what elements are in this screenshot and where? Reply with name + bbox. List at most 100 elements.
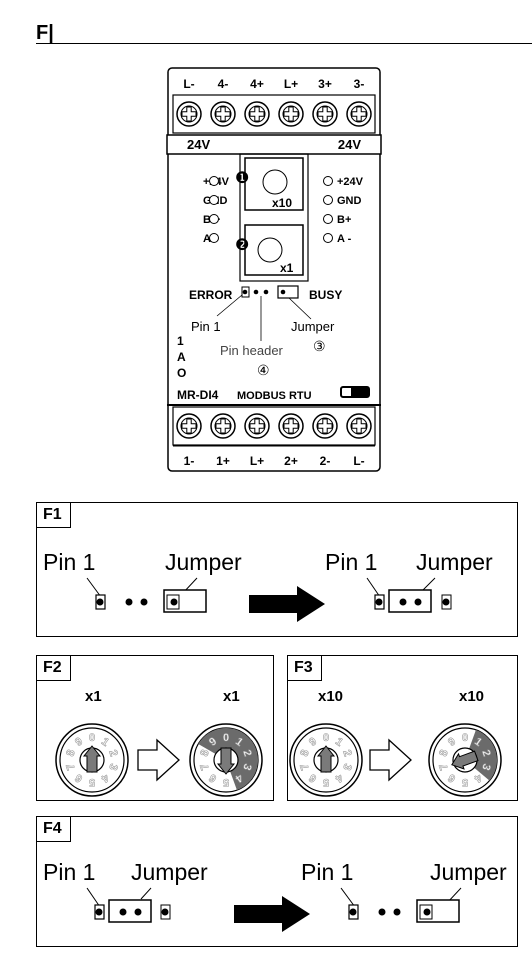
f2-label-right: x1 [223,688,240,705]
f1-jumper-diagram: Pin 1 Jumper Pin 1 Jumper [43,549,493,622]
dial-digit: 7 [437,762,450,772]
header-rule [36,43,532,44]
dial-pointer-icon [316,745,336,773]
f1-pin1-right: Pin 1 [325,549,377,575]
panel-f2-tag: F2 [37,656,71,681]
dial-digit: 5 [223,776,229,788]
screw-icon [244,413,270,439]
led-indicator [323,176,333,186]
terminal-label: 1+ [216,454,230,468]
led-label: A - [337,233,352,245]
device-drawing: L-4-4+L+3+3- 24V 24V ❶ x10 ❷ x1 +24VGNDB… [166,67,382,472]
screw-icon [346,413,372,439]
panel-f3-tag: F3 [288,656,322,681]
dial-digit: 3 [340,762,353,772]
screw-icon [346,101,372,127]
top-terminal-labels: L- 4- 4+ L+ 3+ 3- [183,77,364,91]
terminal-label: L+ [284,77,298,91]
voltage-left: 24V [187,137,210,152]
model-label: MR-DI4 [177,388,219,402]
jumper-number: ③ [313,338,326,354]
led-indicator [323,233,333,243]
switch1-number: ❶ [235,170,249,187]
dial-digit: 8 [64,748,77,758]
voltage-right: 24V [338,137,361,152]
pin1-callout: Pin 1 [191,319,221,334]
screw-icon [278,101,304,127]
rotary-knob-x10 [262,169,288,195]
f4-pin1-left: Pin 1 [43,859,95,885]
dial-digit: 8 [437,748,450,758]
led-label: GND [337,195,362,207]
terminal-label: L+ [250,454,264,468]
screw-icon [278,413,304,439]
f2-arrow-icon [137,738,180,782]
terminal-label: L- [183,77,194,91]
screw-icon [312,413,338,439]
dial-digit: 7 [198,762,211,772]
dial-digit: 8 [298,748,311,758]
screw-icon [210,413,236,439]
f1-jumper-right: Jumper [416,549,493,575]
dial-digit: 5 [323,776,329,788]
f4-pin1-right: Pin 1 [301,859,353,885]
dial-digit: 7 [64,762,77,772]
f4-jumper-left: Jumper [131,859,208,885]
terminal-label: 4+ [250,77,264,91]
screw-icon [312,101,338,127]
f4-jumper-diagram: Pin 1 Jumper Pin 1 Jumper [43,859,507,932]
terminal-label: 4- [218,77,229,91]
dial-digit: 0 [323,732,329,744]
jumper-callout: Jumper [291,319,335,334]
led-indicator [209,233,219,243]
bottom-screws [176,413,372,439]
f2-label-left: x1 [85,688,102,705]
terminal-label: 2+ [284,454,298,468]
terminal-label: L- [353,454,364,468]
dial-pointer-icon [82,745,102,773]
screw-icon [176,101,202,127]
protocol-label: MODBUS RTU [237,390,312,402]
bottom-terminal-labels: 1- 1+ L+ 2+ 2- L- [184,454,365,468]
top-screws [176,101,372,127]
switch1-label: x10 [272,196,292,210]
led-label: B+ [337,214,351,226]
led-indicator [209,195,219,205]
terminal-label: 3+ [318,77,332,91]
screw-icon [244,101,270,127]
logo-line-1: 1 [177,334,184,348]
f3-label-left: x10 [318,688,343,705]
panel-f1: F1 Pin 1 Jumper Pin 1 Jumper [36,502,518,637]
dial-digit: 5 [89,776,95,788]
top-terminal-block [172,94,376,134]
bottom-terminal-block [172,406,376,446]
f3-arrow-icon [369,738,412,782]
dial-digit: 5 [462,776,468,788]
terminal-label: 3- [354,77,365,91]
terminal-label: 1- [184,454,195,468]
error-label: ERROR [189,288,233,302]
f1-jumper-left: Jumper [165,549,242,575]
led-indicator [323,195,333,205]
panel-f1-tag: F1 [37,503,71,528]
dial-digit: 7 [298,762,311,772]
pin-header-number: ④ [257,362,270,378]
logo-line-3: O [177,366,186,380]
switch2-label: x1 [280,261,294,275]
dial-digit: 3 [106,762,119,772]
dial-digit: 3 [240,762,253,772]
terminal-label: 2- [320,454,331,468]
screw-icon [176,413,202,439]
led-indicator [209,214,219,224]
led-indicator [209,176,219,186]
panel-f4-tag: F4 [37,817,71,842]
pin-header-callout: Pin header [220,343,284,358]
